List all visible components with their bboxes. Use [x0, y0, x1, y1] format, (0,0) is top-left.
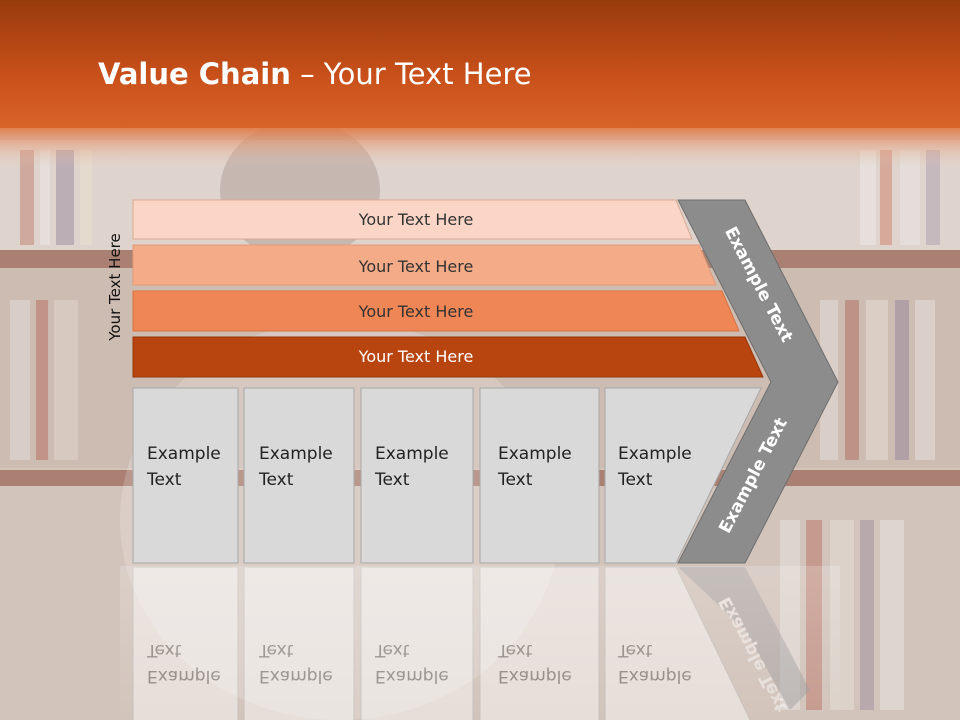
card-4-box [479, 387, 600, 564]
card-4[interactable]: Example Text [479, 387, 600, 564]
bar-row-1[interactable]: Your Text Here [132, 199, 693, 240]
card-1-line2: Text [146, 470, 182, 490]
bar-1-shape [132, 199, 693, 240]
card-1-line1: Example [147, 444, 221, 464]
card-1-box [132, 387, 239, 564]
chevron-shape [677, 199, 839, 564]
side-label: Your Text Here [106, 233, 124, 341]
card-3[interactable]: Example Text [360, 387, 474, 564]
bar-3-label: Your Text Here [358, 302, 474, 321]
title-rest: – Your Text Here [290, 57, 532, 91]
title-bold: Value Chain [98, 57, 291, 91]
bar-2-label: Your Text Here [358, 257, 474, 276]
card-3-line1: Example [375, 444, 449, 464]
card-2[interactable]: Example Text [243, 387, 355, 564]
bar-row-3[interactable]: Your Text Here [132, 290, 740, 332]
card-1[interactable]: Example Text [132, 387, 239, 564]
card-4-line2: Text [497, 470, 533, 490]
bar-4-label: Your Text Here [358, 347, 474, 366]
bar-row-2[interactable]: Your Text Here [132, 244, 717, 286]
bar-3-shape [132, 290, 740, 332]
card-5-box [604, 387, 762, 564]
slide-title: Value Chain – Your Text Here [98, 56, 532, 92]
bar-4-shape [132, 336, 764, 378]
card-5[interactable]: Example Text [604, 387, 762, 564]
card-3-box [360, 387, 474, 564]
reflection-fade [120, 566, 840, 720]
bar-1-label: Your Text Here [358, 210, 474, 229]
card-2-line2: Text [258, 470, 294, 490]
card-4-line1: Example [498, 444, 572, 464]
card-3-line2: Text [374, 470, 410, 490]
bar-row-4[interactable]: Your Text Here [132, 336, 764, 378]
card-5-line1: Example [618, 444, 692, 464]
card-2-box [243, 387, 355, 564]
bar-2-shape [132, 244, 717, 286]
card-5-line2: Text [617, 470, 653, 490]
card-2-line1: Example [259, 444, 333, 464]
